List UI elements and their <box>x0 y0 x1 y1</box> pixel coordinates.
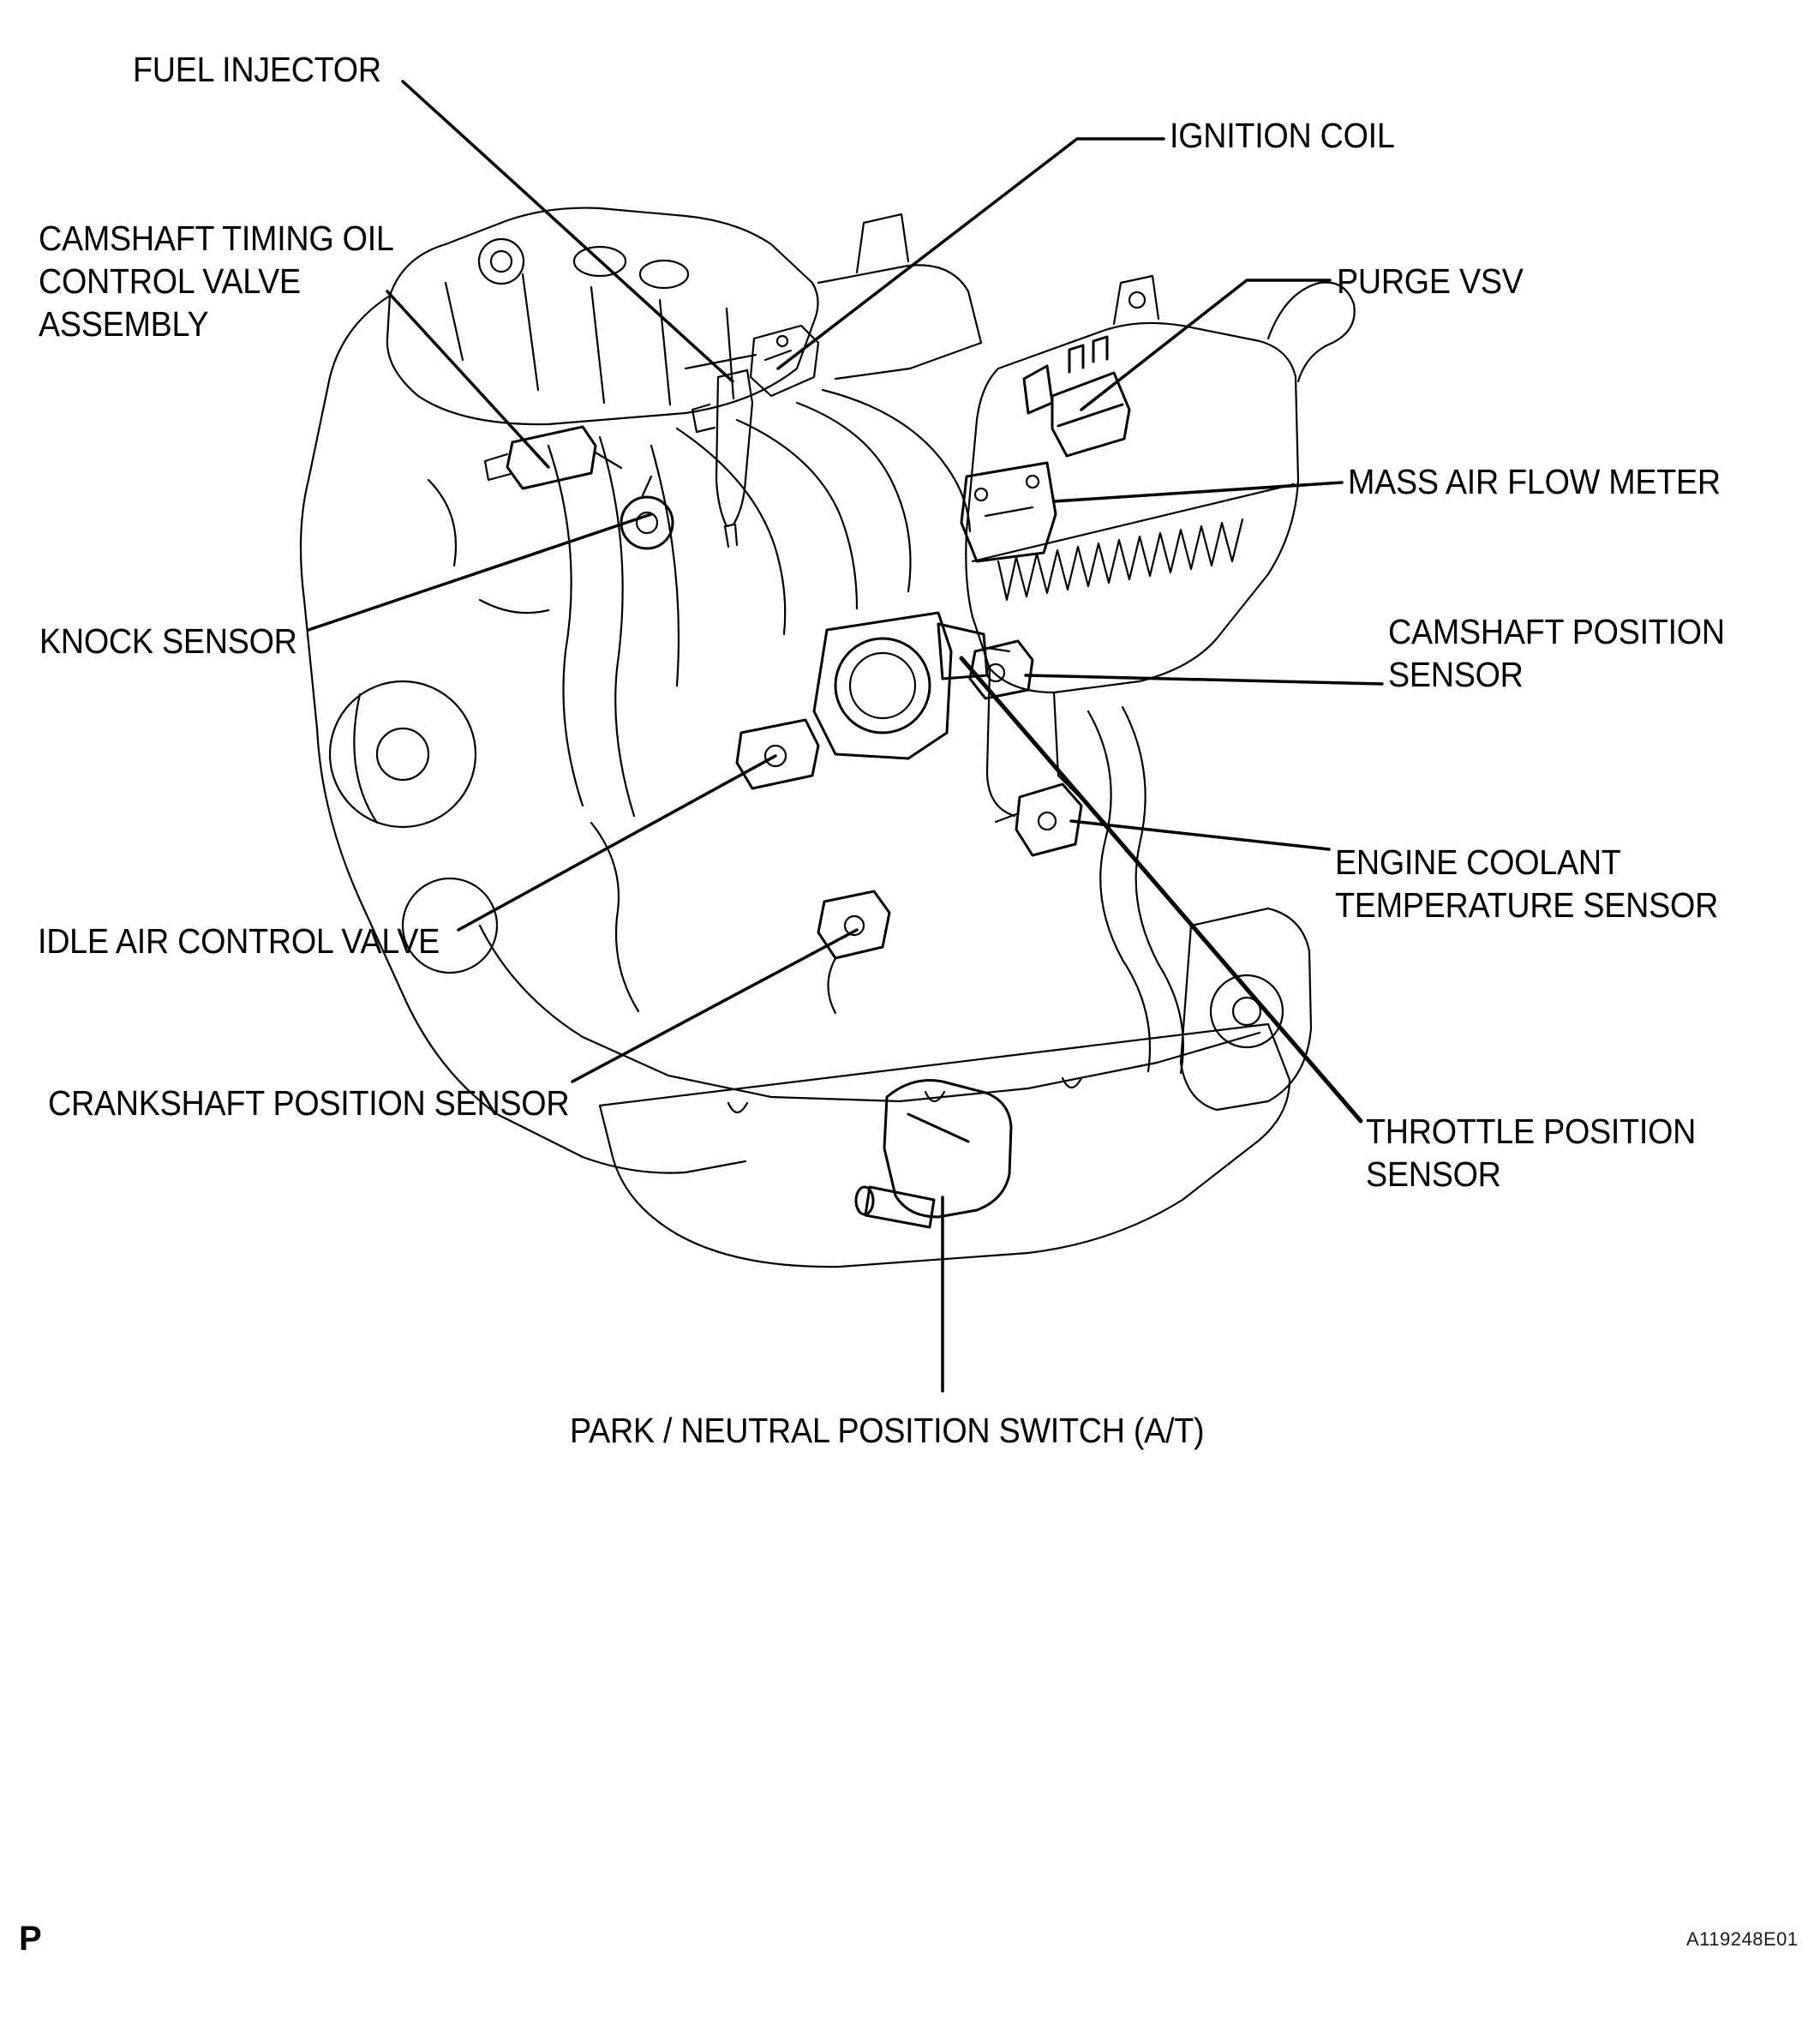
callout-camshaft-timing-oil-control-valve-assembly: CAMSHAFT TIMING OIL CONTROL VALVE ASSEMB… <box>39 219 394 344</box>
leader-crankshaft-position-sensor <box>571 928 859 1083</box>
callout-throttle-position-sensor: THROTTLE POSITION SENSOR <box>1366 1112 1697 1194</box>
leader-mass-air-flow-meter <box>1052 481 1344 503</box>
leader-idle-air-control-valve <box>457 754 777 932</box>
leader-fuel-injector <box>401 80 734 383</box>
callout-purge-vsv: PURGE VSV <box>1337 261 1524 301</box>
leader-purge-vsv <box>1080 279 1332 411</box>
callout-ignition-coil: IGNITION COIL <box>1170 116 1395 155</box>
engine-illustration <box>299 207 1356 1268</box>
leader-throttle-position-sensor <box>959 656 1363 1124</box>
leader-knock-sensor <box>307 512 653 632</box>
callout-engine-coolant-temperature-sensor: ENGINE COOLANT TEMPERATURE SENSOR <box>1335 842 1719 925</box>
callout-crankshaft-position-sensor: CRANKSHAFT POSITION SENSOR <box>48 1083 570 1123</box>
leader-ignition-coil <box>776 137 1165 370</box>
leader-camshaft-timing-oil-valve <box>386 290 550 469</box>
callout-knock-sensor: KNOCK SENSOR <box>39 621 297 661</box>
leader-camshaft-position-sensor <box>1024 674 1384 686</box>
callout-camshaft-position-sensor: CAMSHAFT POSITION SENSOR <box>1388 612 1725 694</box>
page-marker: P <box>19 1920 42 1957</box>
callout-mass-air-flow-meter: MASS AIR FLOW METER <box>1348 462 1721 501</box>
figure-id: A119248E01 <box>1686 1928 1799 1950</box>
callout-fuel-injector: FUEL INJECTOR <box>133 50 381 89</box>
callout-idle-air-control-valve: IDLE AIR CONTROL VALVE <box>38 921 440 961</box>
leader-engine-coolant-temp-sensor <box>1069 819 1331 851</box>
callout-park-neutral-position-switch: PARK / NEUTRAL POSITION SWITCH (A/T) <box>570 1411 1205 1450</box>
